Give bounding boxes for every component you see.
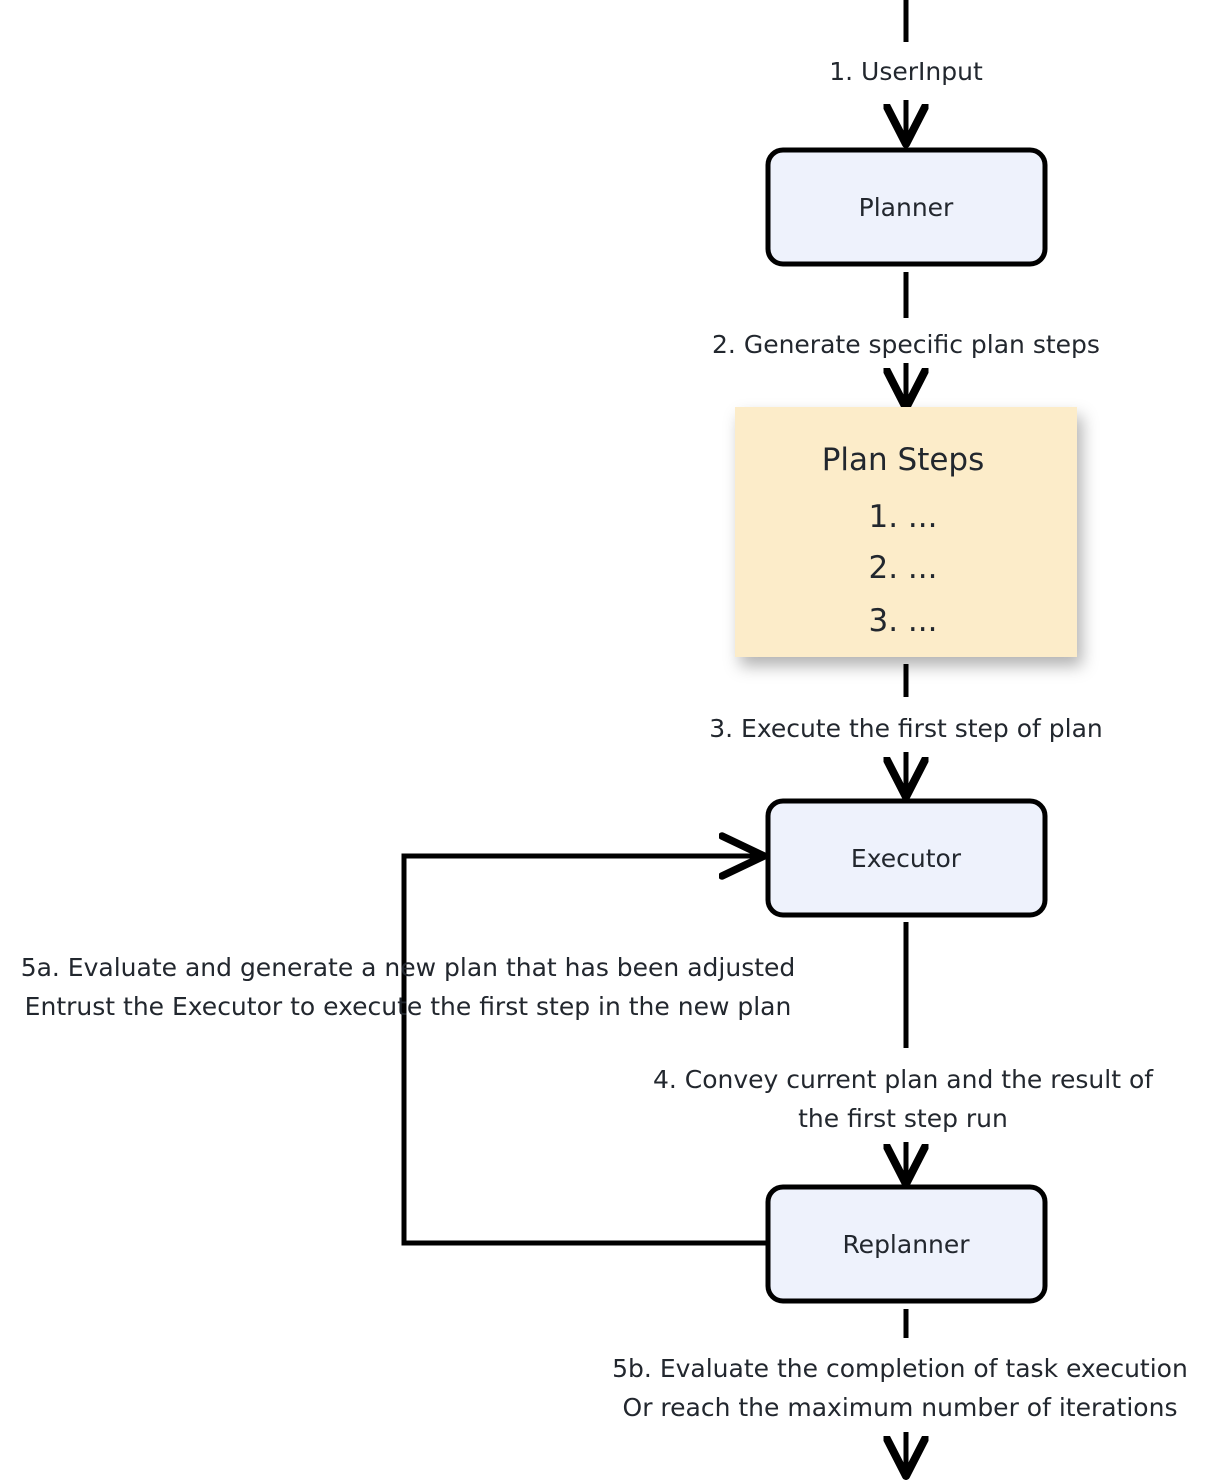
edge-replan-feedback-loop [401, 856, 766, 1246]
plan-steps-item-1: 1. ... [869, 499, 938, 535]
edge-label-user-input: 1. UserInput [829, 57, 983, 86]
planner-box[interactable] [765, 147, 1048, 267]
node-replanner[interactable]: Replanner [765, 1184, 1048, 1304]
plan-steps-item-2: 2. ... [869, 550, 938, 586]
edge-label-replan-line2: Entrust the Executor to execute the firs… [25, 992, 792, 1021]
plan-steps-box[interactable] [735, 407, 1077, 657]
executor-box[interactable] [765, 798, 1048, 918]
replanner-label: Replanner [842, 1230, 970, 1259]
edge-label-generate-plan-steps: 2. Generate specific plan steps [712, 330, 1100, 359]
edge-label-replan-line1: 5a. Evaluate and generate a new plan tha… [21, 953, 796, 982]
planner-label: Planner [859, 193, 954, 222]
edge-label-convey-line2: the first step run [798, 1104, 1008, 1133]
edge-label-execute-first-step: 3. Execute the first step of plan [709, 714, 1103, 743]
node-plan-steps[interactable]: Plan Steps 1. ... 2. ... 3. ... [735, 407, 1077, 657]
node-planner[interactable]: Planner [765, 147, 1048, 267]
plan-steps-title: Plan Steps [822, 442, 985, 478]
edge-label-convey-line1: 4. Convey current plan and the result of [653, 1065, 1154, 1094]
executor-label: Executor [851, 844, 962, 873]
edge-5a-path [401, 856, 766, 1246]
edge-label-complete-line1: 5b. Evaluate the completion of task exec… [612, 1354, 1188, 1383]
replanner-box[interactable] [765, 1184, 1048, 1304]
plan-steps-item-3: 3. ... [869, 603, 938, 639]
node-executor[interactable]: Executor [765, 798, 1048, 918]
edge-label-complete-line2: Or reach the maximum number of iteration… [623, 1393, 1178, 1422]
